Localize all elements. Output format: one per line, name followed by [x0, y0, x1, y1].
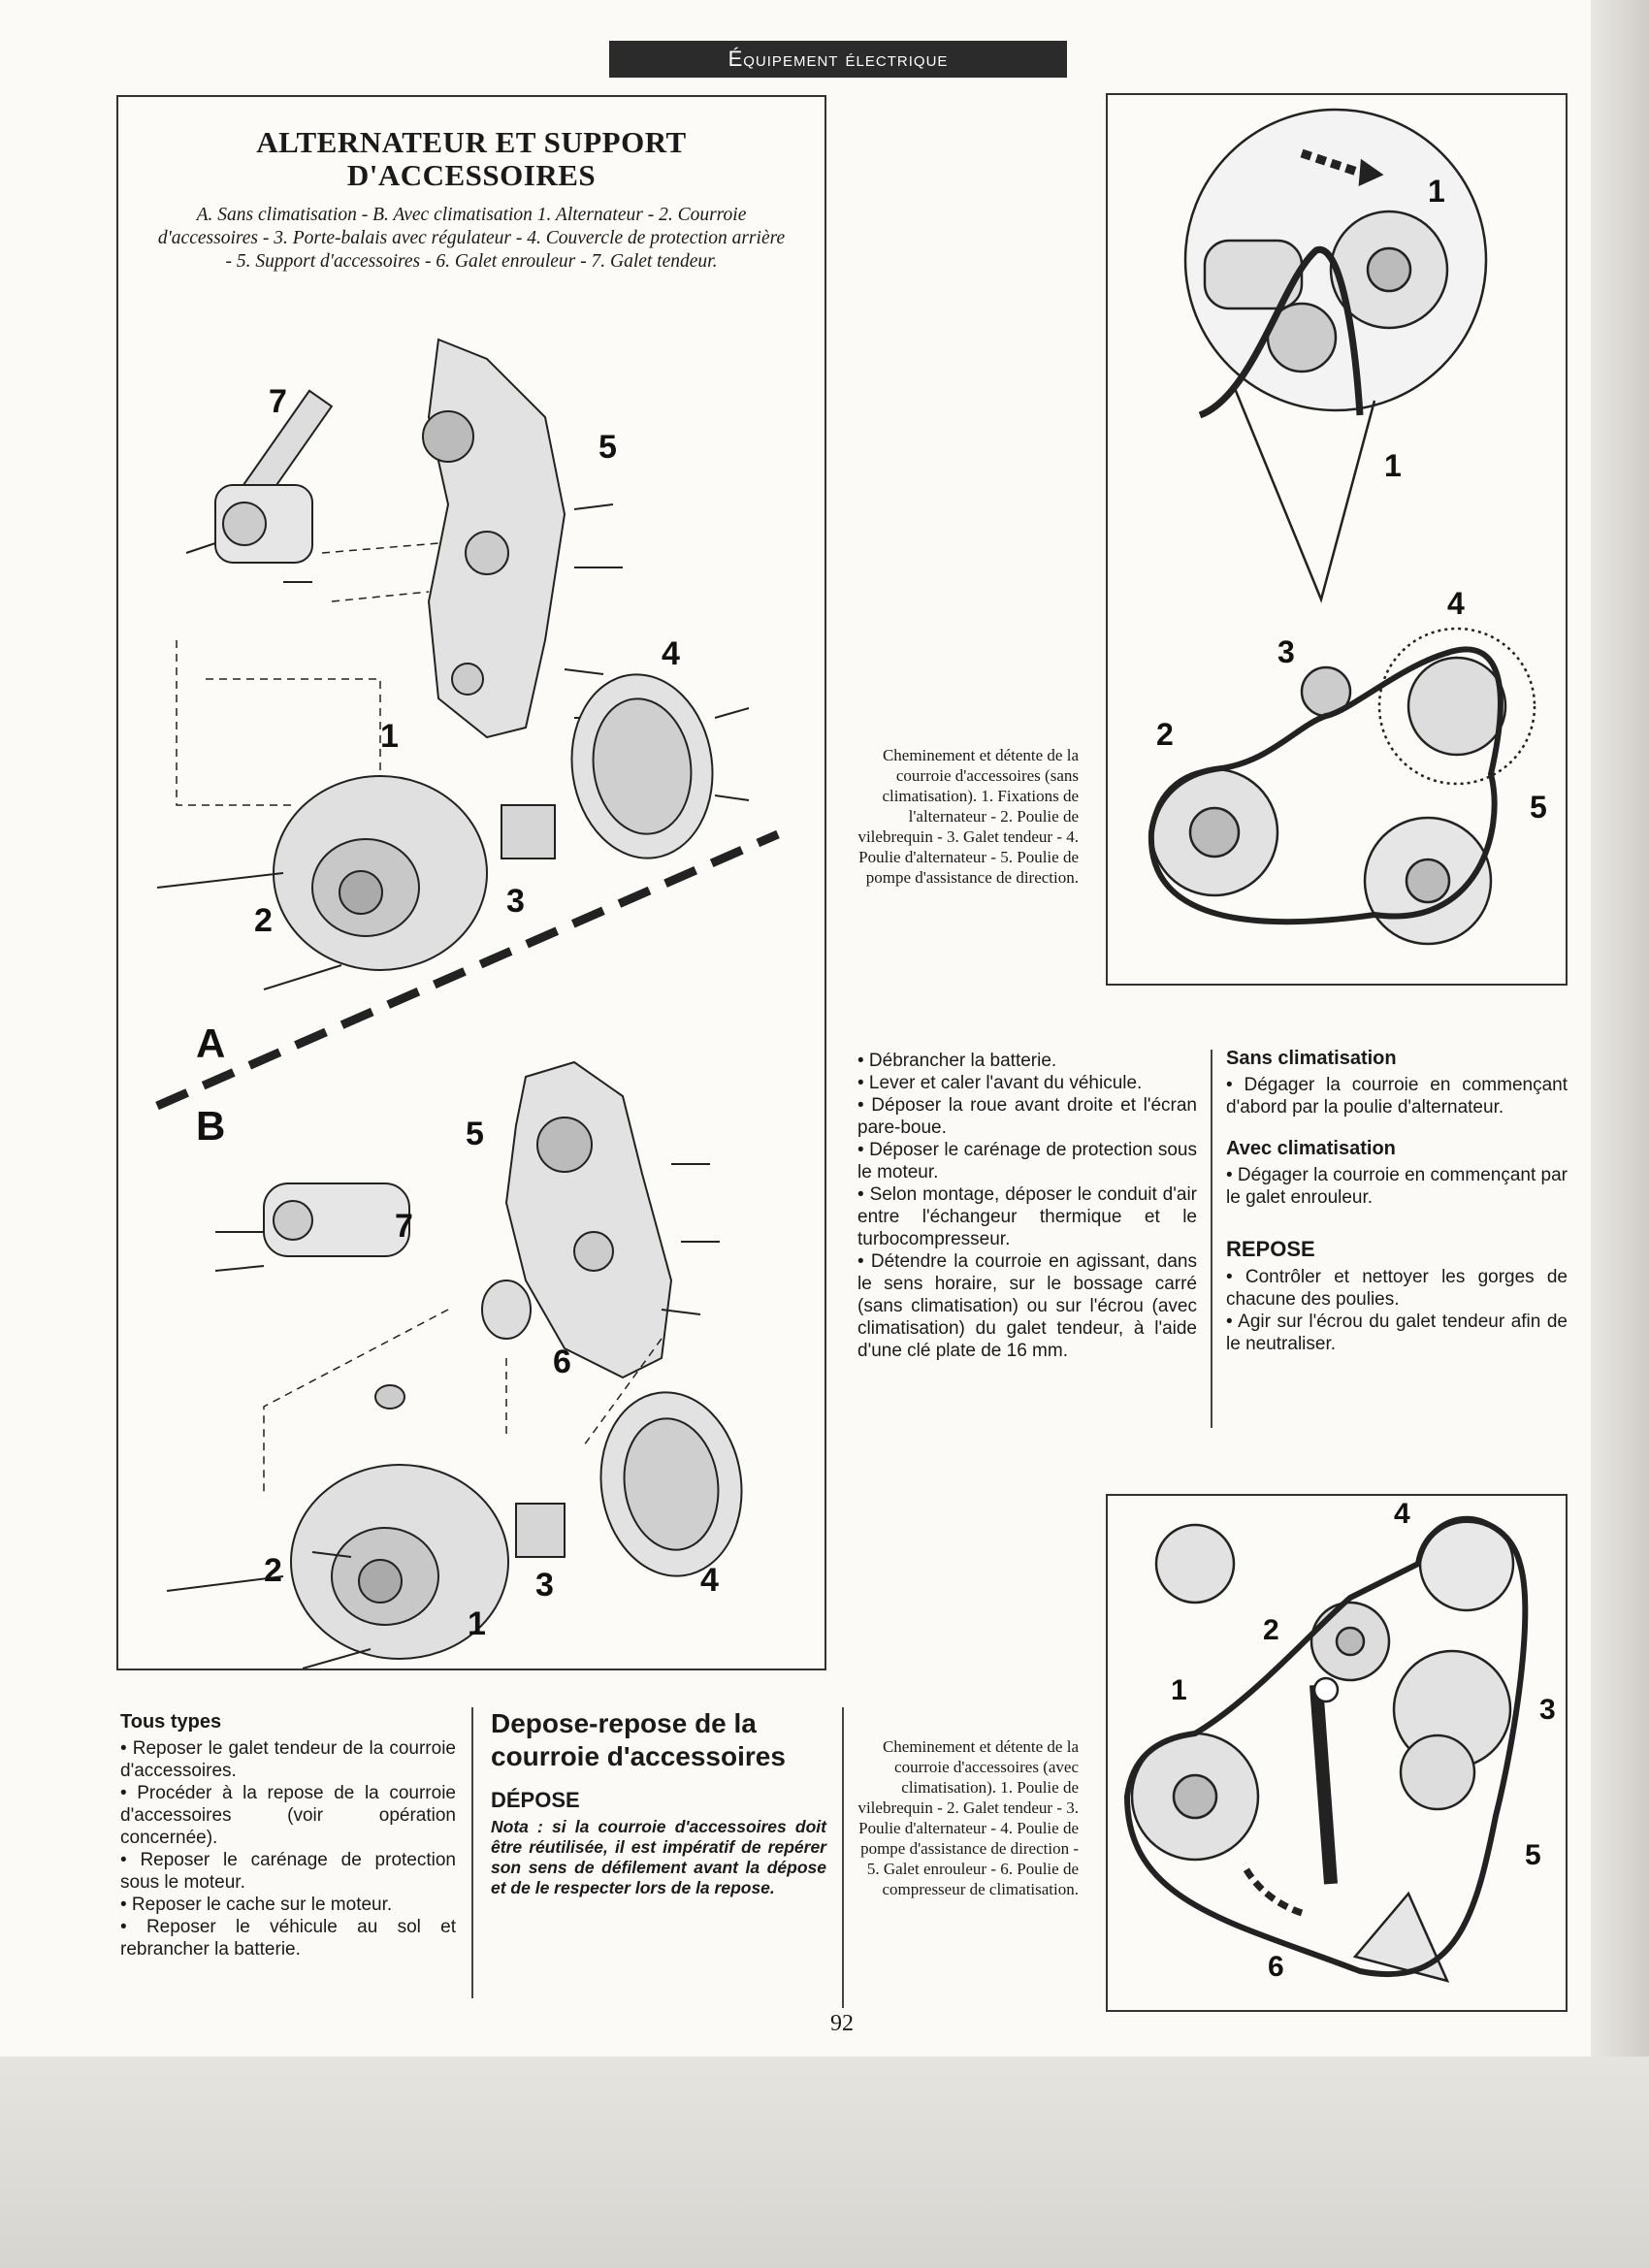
- step-1: • Débrancher la batterie.: [857, 1051, 1057, 1071]
- label-7-b: 7: [395, 1208, 413, 1245]
- label-6: 6: [1268, 1951, 1284, 1983]
- label-3-b: 3: [535, 1567, 554, 1604]
- label-3: 3: [1539, 1694, 1556, 1726]
- label-2: 2: [1263, 1614, 1279, 1646]
- rear-cover-a-drawing: [570, 673, 750, 859]
- label-b: B: [196, 1103, 225, 1149]
- section-header: Équipement électrique: [609, 41, 1067, 78]
- repose-step-2: • Agir sur l'écrou du galet tendeur afin…: [1226, 1312, 1568, 1354]
- label-4-b: 4: [700, 1562, 719, 1599]
- nota-text: Nota : si la courroie d'accessoires doit…: [491, 1817, 826, 1897]
- belt-routing-ac-drawing: 4 2 3 1 5 6: [1123, 1498, 1556, 1983]
- section-title: Depose-repose de la courroie d'accessoir…: [491, 1708, 786, 1771]
- heading-sans-clim: Sans climatisation: [1226, 1048, 1397, 1069]
- label-7-a: 7: [269, 383, 287, 420]
- label-1: 1: [1171, 1674, 1187, 1706]
- step-4: • Déposer le carénage de protection sous…: [857, 1140, 1197, 1183]
- label-5-b: 5: [466, 1116, 484, 1152]
- label-5-a: 5: [598, 429, 617, 466]
- figure-belt-routing-no-ac: 1 1 3 4 2 5: [1106, 93, 1568, 986]
- column-divider: [1211, 1050, 1212, 1428]
- column-divider-bottom-left: [471, 1707, 473, 1998]
- repose-step-1: • Contrôler et nettoyer les gorges de ch…: [1226, 1267, 1568, 1310]
- alternator-b-drawing: [166, 1464, 509, 1669]
- separator-line: [155, 829, 780, 1111]
- depose-repose-column: Depose-repose de la courroie d'accessoir…: [491, 1707, 826, 1898]
- label-3-a: 3: [506, 883, 525, 920]
- tous-types-step-1: • Reposer le galet tendeur de la courroi…: [120, 1738, 456, 1781]
- step-5: • Selon montage, déposer le conduit d'ai…: [857, 1184, 1197, 1249]
- heading-avec-clim: Avec climatisation: [1226, 1138, 1396, 1159]
- tous-types-step-4: • Reposer le cache sur le moteur.: [120, 1895, 393, 1915]
- tous-types-step-5: • Reposer le véhicule au sol et rebranch…: [120, 1917, 456, 1960]
- heading-tous-types: Tous types: [120, 1711, 222, 1733]
- depose-steps-column: • Débrancher la batterie. • Lever et cal…: [857, 1050, 1197, 1362]
- right-text-column: Sans climatisation • Dégager la courroie…: [1226, 1048, 1568, 1355]
- label-6: 6: [553, 1344, 571, 1380]
- label-4: 4: [1447, 586, 1465, 621]
- tous-types-column: Tous types • Reposer le galet tendeur de…: [120, 1711, 456, 1960]
- label-5: 5: [1525, 1839, 1541, 1871]
- figure-caption: A. Sans climatisation - B. Avec climatis…: [157, 205, 786, 272]
- step-3: • Déposer la roue avant droite et l'écra…: [857, 1095, 1197, 1138]
- regulator-b-drawing: [515, 1503, 566, 1558]
- page-edge: [1591, 0, 1649, 2268]
- label-1-top: 1: [1428, 174, 1445, 209]
- sans-clim-step: • Dégager la courroie en commençant d'ab…: [1226, 1075, 1568, 1118]
- label-1-bottom: 1: [1384, 448, 1402, 483]
- avec-clim-step: • Dégager la courroie en commençant par …: [1226, 1165, 1568, 1208]
- figure-title: ALTERNATEUR ET SUPPORT D'ACCESSOIRES: [118, 126, 824, 192]
- idler-pulley-drawing: [481, 1280, 532, 1340]
- scanner-margin: [0, 2057, 1649, 2268]
- figure-belt-routing-ac: 4 2 3 1 5 6: [1106, 1494, 1568, 2012]
- figure-title-line1: ALTERNATEUR ET SUPPORT: [256, 125, 687, 159]
- label-1-b: 1: [468, 1605, 486, 1642]
- support-b-drawing: [504, 1060, 720, 1379]
- caption-ac: Cheminement et détente de la courroie d'…: [857, 1737, 1079, 1898]
- label-5: 5: [1530, 790, 1547, 825]
- support-a-drawing: [422, 338, 623, 739]
- step-6: • Détendre la courroie en agissant, dans…: [857, 1251, 1197, 1361]
- label-2: 2: [1156, 717, 1174, 752]
- tensioner-a-drawing: [185, 389, 334, 583]
- label-4-a: 4: [662, 635, 680, 672]
- regulator-a-drawing: [501, 804, 556, 859]
- tous-types-step-2: • Procéder à la repose de la courroie d'…: [120, 1783, 456, 1848]
- column-divider-bottom-mid: [842, 1707, 844, 2008]
- label-2-b: 2: [264, 1552, 282, 1589]
- step-2: • Lever et caler l'avant du véhicule.: [857, 1073, 1143, 1093]
- tous-types-step-3: • Reposer le carénage de protection sous…: [120, 1850, 456, 1893]
- label-4: 4: [1394, 1498, 1410, 1530]
- exploded-view-drawing: 7 5 4 1 2 3 A B 5 7 6 2 3 4 1: [155, 338, 780, 1669]
- belt-routing-no-ac-drawing: 1 1 3 4 2 5: [1148, 108, 1547, 946]
- page-number: 92: [830, 2011, 854, 2036]
- figure-alternator-support: ALTERNATEUR ET SUPPORT D'ACCESSOIRES A. …: [116, 95, 826, 1670]
- label-1-a: 1: [380, 718, 399, 755]
- alternator-a-drawing: [156, 775, 488, 990]
- caption-no-ac: Cheminement et détente de la courroie d'…: [857, 746, 1079, 887]
- heading-depose: DÉPOSE: [491, 1788, 580, 1812]
- label-a: A: [196, 1021, 225, 1066]
- heading-repose: REPOSE: [1226, 1237, 1315, 1261]
- figure-title-line2: D'ACCESSOIRES: [346, 158, 597, 192]
- assembly-lines-b: [263, 1309, 663, 1494]
- tensioner-b-drawing: [214, 1183, 410, 1272]
- label-2-a: 2: [254, 902, 273, 939]
- label-3: 3: [1277, 634, 1295, 669]
